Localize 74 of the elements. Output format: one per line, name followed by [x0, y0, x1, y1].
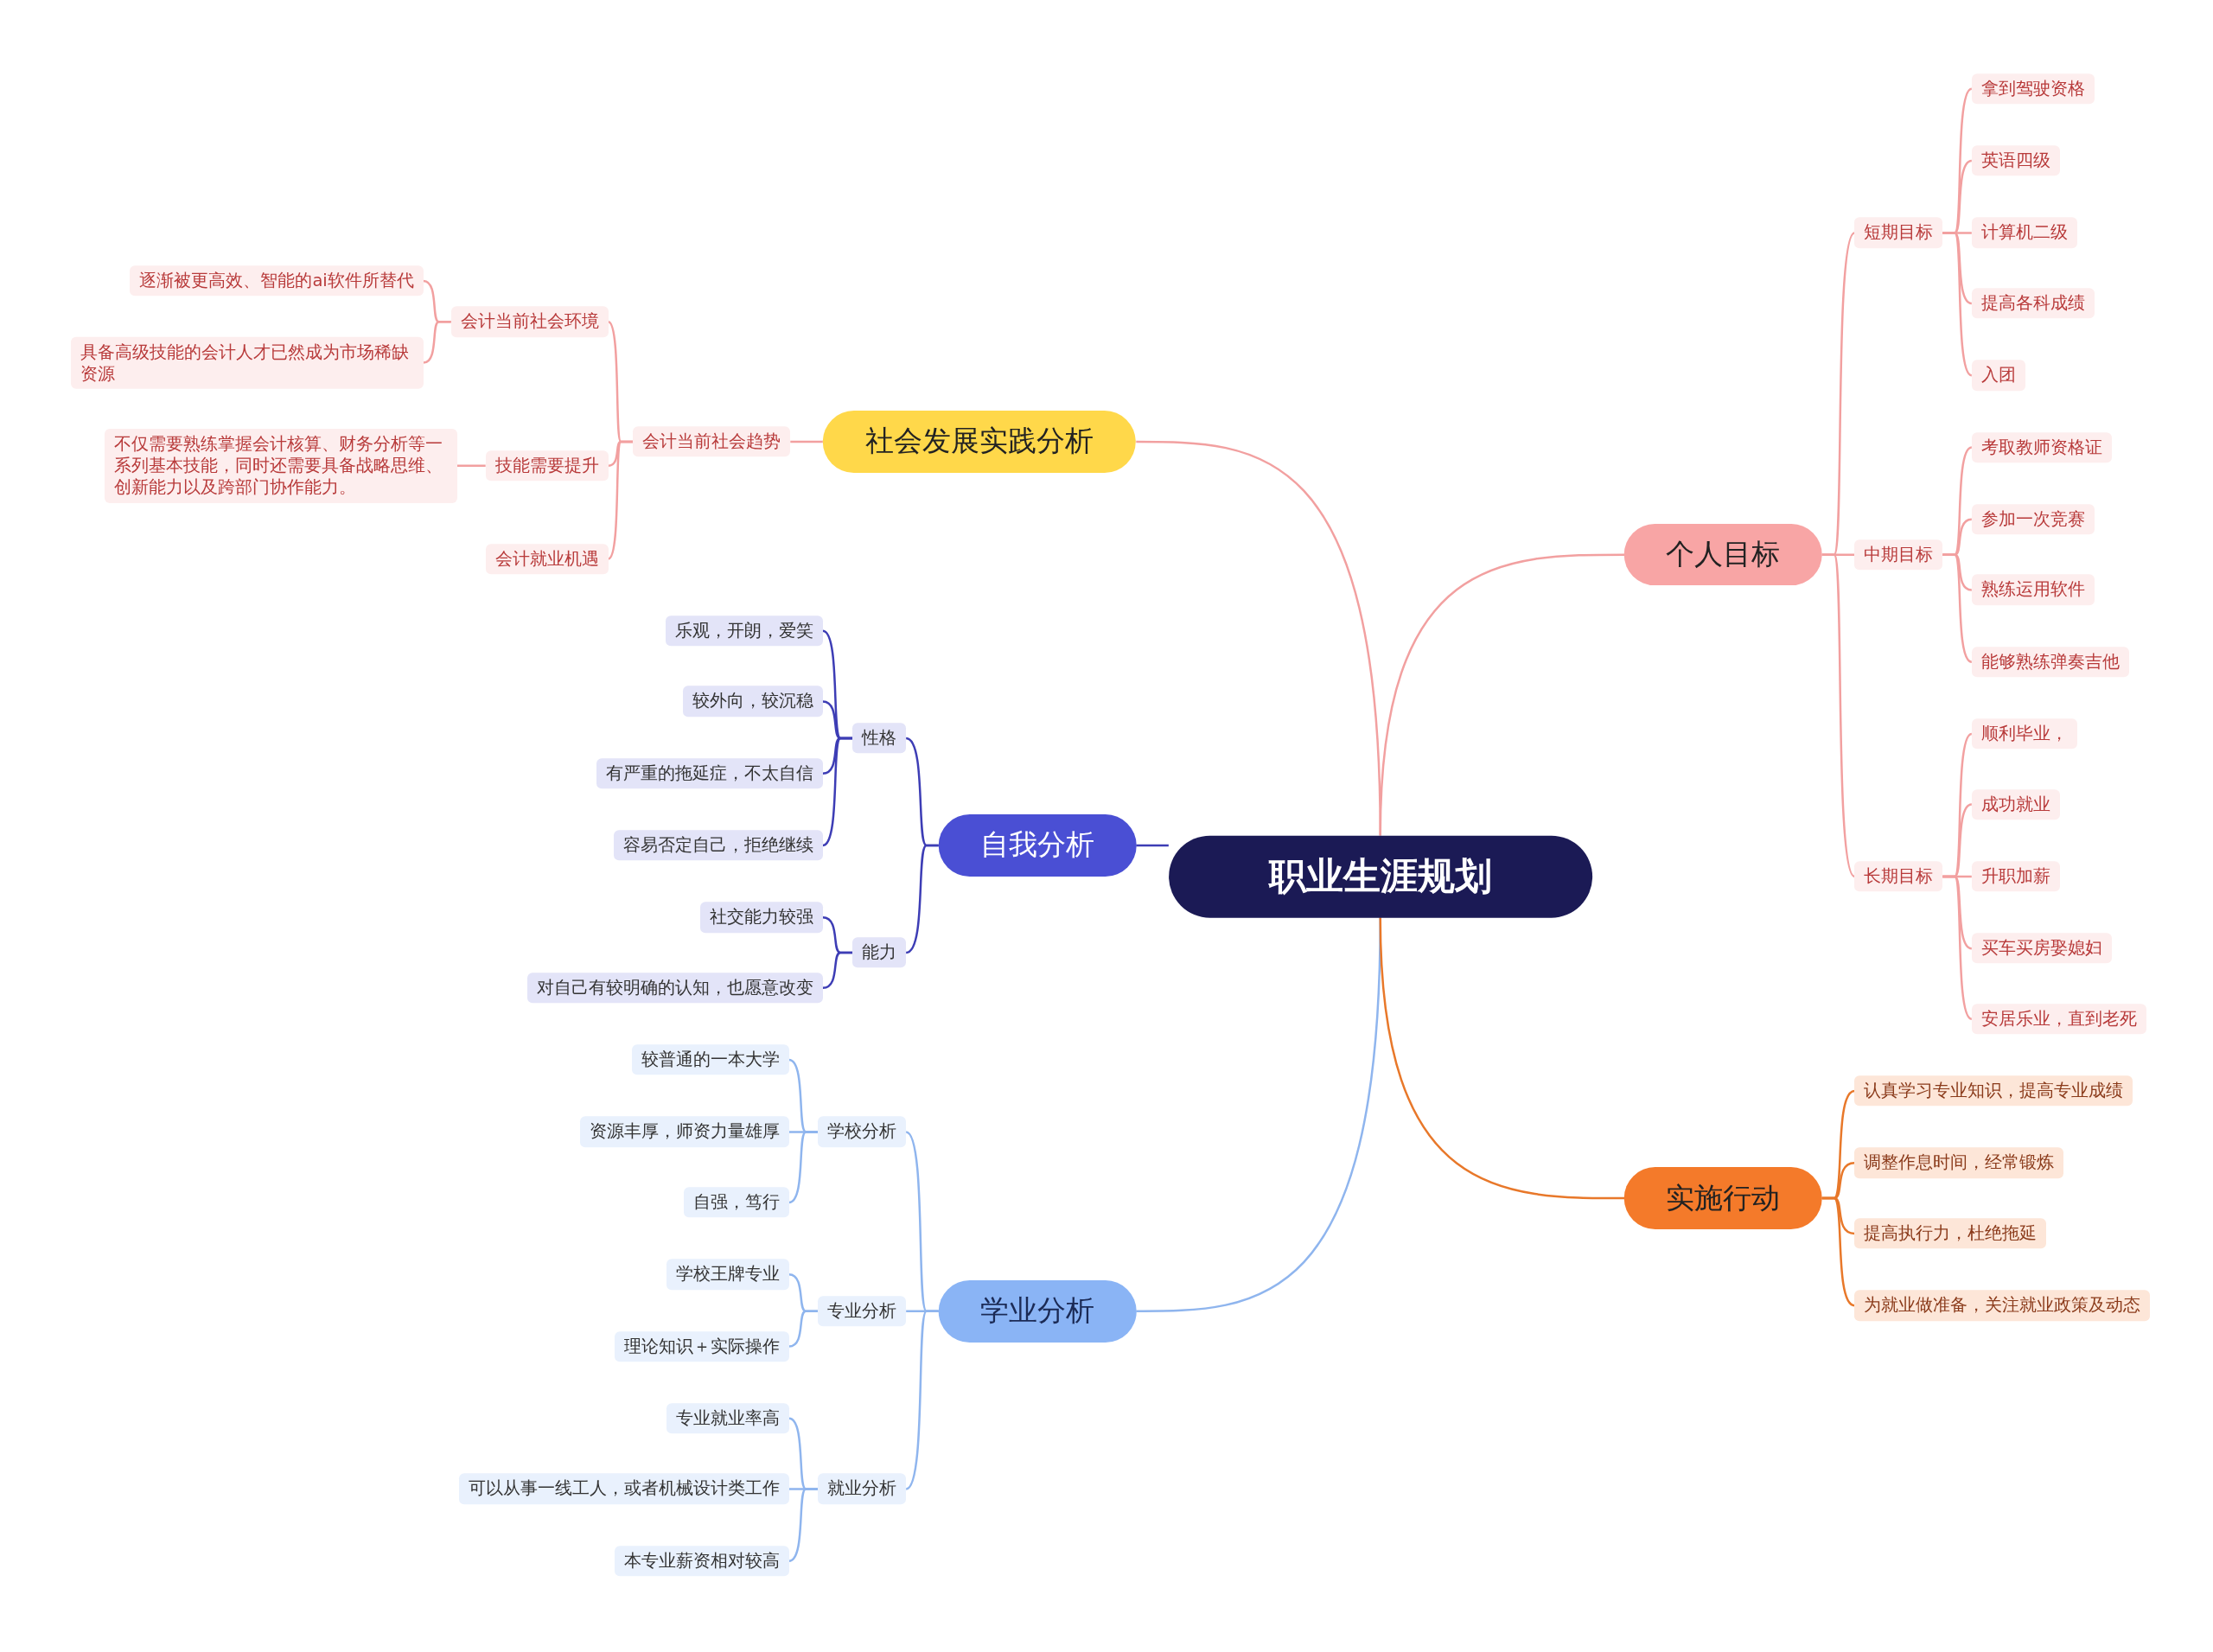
connector-line [1821, 1196, 1855, 1307]
subtopic-box: 提高执行力，杜绝拖延 [1854, 1218, 2047, 1249]
subtopic-box: 学校分析 [818, 1116, 907, 1148]
topic-box: 个人目标 [1624, 523, 1822, 586]
subtopic-box: 参加一次竞赛 [1971, 504, 2095, 535]
topic-box: 自我分析 [938, 814, 1137, 877]
subtopic-box: 会计当前社会环境 [450, 306, 609, 337]
topic-box: 学业分析 [938, 1279, 1137, 1343]
connector-line [607, 440, 634, 560]
subtopic-box: 能力 [852, 937, 907, 968]
subtopic-box: 会计当前社会趋势 [633, 426, 791, 457]
subtopic-box: 拿到驾驶资格 [1971, 73, 2095, 105]
subtopic-box: 乐观，开朗，爱笑 [665, 616, 823, 647]
connector-line [1379, 553, 1625, 836]
topic-box: 社会发展实践分析 [822, 411, 1137, 473]
subtopic-box: 具备高级技能的会计人才已然成为市场稀缺资源 [70, 336, 424, 389]
subtopic-box: 自强，笃行 [683, 1187, 789, 1218]
connector-line [1942, 232, 1973, 377]
subtopic-box: 熟练运用软件 [1971, 574, 2095, 606]
connector-line [1136, 844, 1169, 847]
subtopic-box: 技能需要提升 [485, 450, 609, 482]
subtopic-box: 中期目标 [1854, 539, 1943, 571]
connector-line [790, 440, 823, 443]
connector-line [1136, 440, 1381, 836]
connector-line [457, 464, 486, 467]
subtopic-box: 顺利毕业， [1971, 718, 2077, 749]
subtopic-box: 认真学习专业知识，提高专业成绩 [1854, 1075, 2133, 1107]
connector-line [905, 1310, 939, 1490]
subtopic-box: 入团 [1971, 360, 2025, 391]
subtopic-box: 安居乐业，直到老死 [1971, 1004, 2146, 1035]
connector-line [788, 1310, 819, 1348]
connector-line [1136, 917, 1381, 1312]
subtopic-box: 资源丰厚，师资力量雄厚 [579, 1116, 789, 1148]
connector-line [788, 1488, 819, 1562]
subtopic-box: 较外向，较沉稳 [682, 686, 823, 718]
subtopic-box: 理论知识＋实际操作 [614, 1330, 789, 1362]
subtopic-box: 专业分析 [818, 1296, 907, 1327]
subtopic-box: 买车买房娶媳妇 [1971, 933, 2112, 964]
subtopic-box: 容易否定自己，拒绝继续 [613, 830, 823, 861]
connector-line [1379, 917, 1625, 1200]
connector-line [423, 321, 451, 364]
subtopic-box: 计算机二级 [1971, 217, 2077, 249]
subtopic-box: 升职加薪 [1971, 861, 2060, 892]
subtopic-box: 调整作息时间，经常锻炼 [1854, 1147, 2064, 1178]
subtopic-box: 英语四级 [1971, 145, 2060, 176]
connector-line [822, 951, 853, 990]
subtopic-box: 成功就业 [1971, 788, 2060, 820]
connector-line [822, 737, 853, 847]
subtopic-box: 本专业薪资相对较高 [614, 1546, 789, 1577]
subtopic-box: 性格 [852, 723, 907, 754]
subtopic-box: 短期目标 [1854, 217, 1943, 249]
subtopic-box: 有严重的拖延症，不太自信 [596, 758, 823, 789]
subtopic-box: 专业就业率高 [666, 1403, 789, 1434]
connector-line [1942, 875, 1973, 1020]
topic-box: 实施行动 [1624, 1167, 1822, 1229]
subtopic-box: 能够熟练弹奏吉他 [1971, 647, 2129, 678]
subtopic-box: 学校王牌专业 [666, 1259, 789, 1290]
subtopic-box: 为就业做准备，关注就业政策及动态 [1854, 1290, 2151, 1321]
connector-line [788, 1131, 819, 1204]
central-topic: 职业生涯规划 [1168, 835, 1592, 918]
subtopic-box: 就业分析 [818, 1473, 907, 1505]
connector-line [905, 844, 939, 954]
subtopic-box: 对自己有较明确的认知，也愿意改变 [526, 973, 823, 1004]
connector-line [1821, 553, 1856, 877]
subtopic-box: 不仅需要熟练掌握会计核算、财务分析等一系列基本技能，同时还需要具备战略思维、创新能力以及跨部门协作能力。 [104, 428, 457, 503]
connector-line [1942, 553, 1973, 663]
subtopic-box: 会计就业机遇 [485, 543, 609, 575]
subtopic-box: 可以从事一线工人，或者机械设计类工作 [458, 1473, 789, 1505]
subtopic-box: 较普通的一本大学 [631, 1044, 789, 1075]
subtopic-box: 长期目标 [1854, 861, 1943, 892]
subtopic-box: 提高各科成绩 [1971, 288, 2095, 319]
subtopic-box: 逐渐被更高效、智能的ai软件所替代 [130, 265, 424, 297]
subtopic-box: 考取教师资格证 [1971, 431, 2112, 463]
subtopic-box: 社交能力较强 [699, 902, 823, 933]
